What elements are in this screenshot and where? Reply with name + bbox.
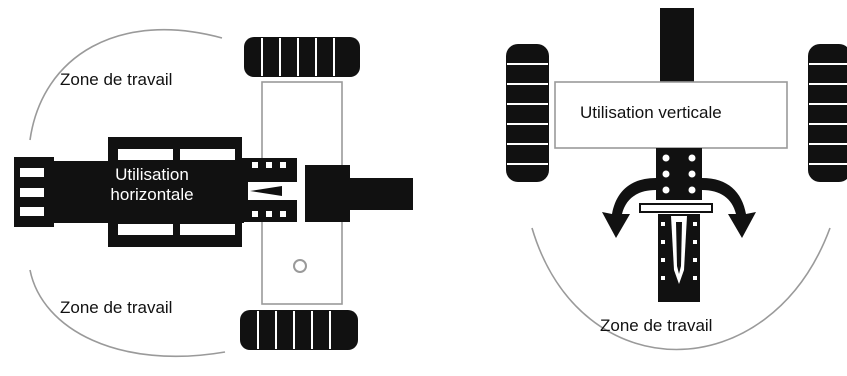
- chassis-hole: [293, 259, 307, 273]
- horizontal-machine-drawing: [14, 29, 413, 358]
- wheel-right: [808, 44, 847, 182]
- wheel-top: [244, 37, 360, 77]
- work-zone-arc-top: [29, 29, 223, 141]
- horizontal-use-label: Utilisation horizontale: [86, 165, 218, 204]
- work-zone-arc: [531, 227, 831, 351]
- crossbar: [639, 203, 713, 213]
- rotate-left-arrow: [602, 178, 656, 238]
- head-block: [656, 148, 702, 200]
- vertical-machine-drawing: [506, 8, 847, 351]
- vertical-use-label: Utilisation verticale: [580, 103, 722, 122]
- work-zone-label: Zone de travail: [600, 316, 713, 335]
- arm-rear-extension: [345, 178, 413, 210]
- wheel-bottom: [240, 310, 358, 350]
- work-zone-top-label: Zone de travail: [60, 70, 173, 89]
- rake-teeth: [14, 157, 54, 227]
- vertical-use-box: [554, 81, 788, 149]
- wheel-left: [506, 44, 549, 182]
- shank: [658, 214, 700, 302]
- boom-body: [44, 161, 244, 223]
- vertical-use-diagram: Utilisation verticale Zone de travail: [470, 0, 847, 376]
- mast: [660, 8, 694, 82]
- horizontal-use-label-line2: horizontale: [110, 184, 194, 204]
- jaw-connector: [242, 158, 298, 222]
- work-zone-bottom-label: Zone de travail: [60, 298, 173, 317]
- rotate-right-arrow: [702, 178, 756, 238]
- horizontal-use-diagram: Zone de travail Zone de travail Utilisat…: [14, 29, 413, 358]
- arm-rear: [305, 165, 350, 222]
- work-zone-arc-bottom: [29, 269, 226, 358]
- horizontal-use-label-line1: Utilisation: [115, 165, 189, 184]
